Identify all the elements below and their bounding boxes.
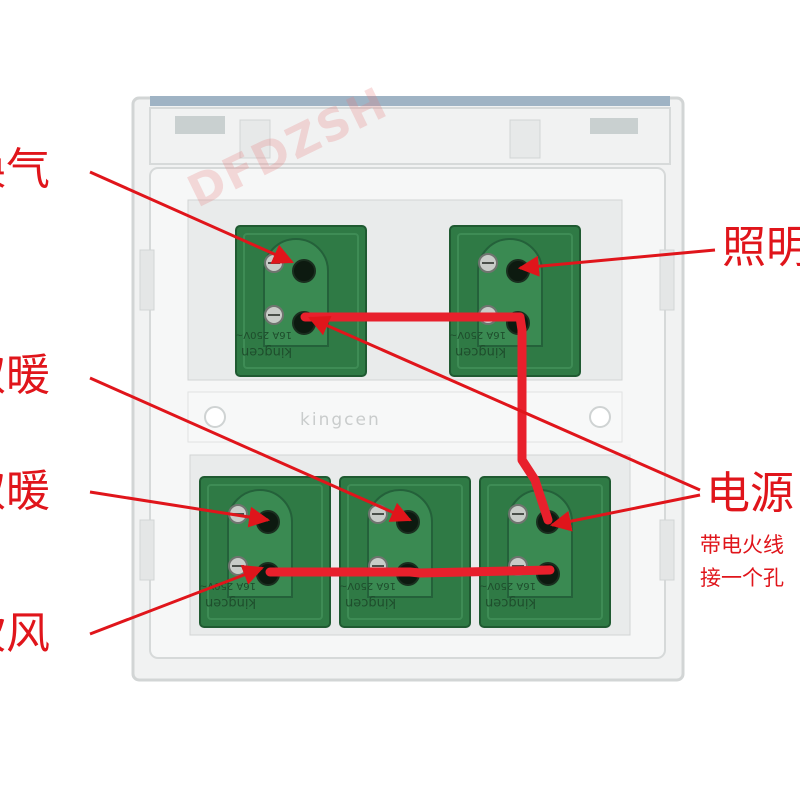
module-inner-edge	[347, 484, 463, 620]
arrow-blower	[89, 564, 264, 636]
arrow-ventilation	[89, 170, 294, 264]
arrow-power-2	[549, 493, 701, 532]
arrow-heating-1	[89, 376, 412, 522]
crossbar-hole-right	[589, 406, 611, 428]
wire-upper-jumper	[300, 312, 553, 525]
arrow-heating-2	[89, 490, 271, 528]
label-heating-2: 取暖	[0, 466, 50, 517]
module-brand-text: kingcen	[205, 595, 256, 610]
module-inner-edge	[487, 484, 603, 620]
terminal-hole-icon	[292, 259, 316, 283]
crossbar-hole-left	[204, 406, 226, 428]
middle-crossbar	[187, 391, 623, 443]
side-clip-left-upper	[139, 249, 155, 311]
switch-module-heating: kingcen 16A 250V~	[339, 476, 471, 628]
label-blower: 吹风	[0, 608, 50, 659]
top-frame-bar	[149, 107, 671, 165]
arrow-lighting	[517, 248, 716, 277]
module-brand-text: kingcen	[241, 344, 292, 359]
top-slot-1	[239, 119, 271, 159]
module-brand-text: kingcen	[485, 595, 536, 610]
panel-top-edge	[150, 96, 670, 106]
module-brand-text: kingcen	[455, 344, 506, 359]
module-inner-edge	[457, 233, 573, 369]
side-clip-left-lower	[139, 519, 155, 581]
switch-module-blower: kingcen 16A 250V~	[199, 476, 331, 628]
module-rating-text: 16A 250V~	[339, 580, 396, 591]
label-heating-1: 取暖	[0, 350, 50, 401]
module-inner-edge	[243, 233, 359, 369]
module-brand-text: kingcen	[345, 595, 396, 610]
label-ventilation: 换气	[0, 144, 50, 195]
arrow-power	[308, 316, 701, 492]
module-rating-text: 16A 250V~	[479, 580, 536, 591]
terminal-hole-icon	[256, 510, 280, 534]
label-power: 电源	[706, 468, 794, 519]
module-inner-edge	[207, 484, 323, 620]
top-slot-2	[509, 119, 541, 159]
power-note-line-2: 接一个孔	[700, 566, 784, 590]
terminal-hole-icon	[506, 259, 530, 283]
wire-lower-jumper	[265, 565, 555, 578]
side-clip-right-lower	[659, 519, 675, 581]
power-note-line-1: 带电火线	[700, 533, 784, 557]
top-clip-left	[175, 116, 225, 134]
switch-module-lighting: kingcen 16A 250V~	[449, 225, 581, 377]
module-rating-text: 16A 250V~	[235, 329, 292, 340]
panel-brand-text: kingcen	[300, 410, 381, 430]
module-rating-text: 16A 250V~	[449, 329, 506, 340]
label-lighting: 照明	[722, 222, 800, 273]
top-clip-right	[590, 118, 638, 134]
switch-module-ventilation: kingcen 16A 250V~	[235, 225, 367, 377]
module-rating-text: 16A 250V~	[199, 580, 256, 591]
side-clip-right-upper	[659, 249, 675, 311]
